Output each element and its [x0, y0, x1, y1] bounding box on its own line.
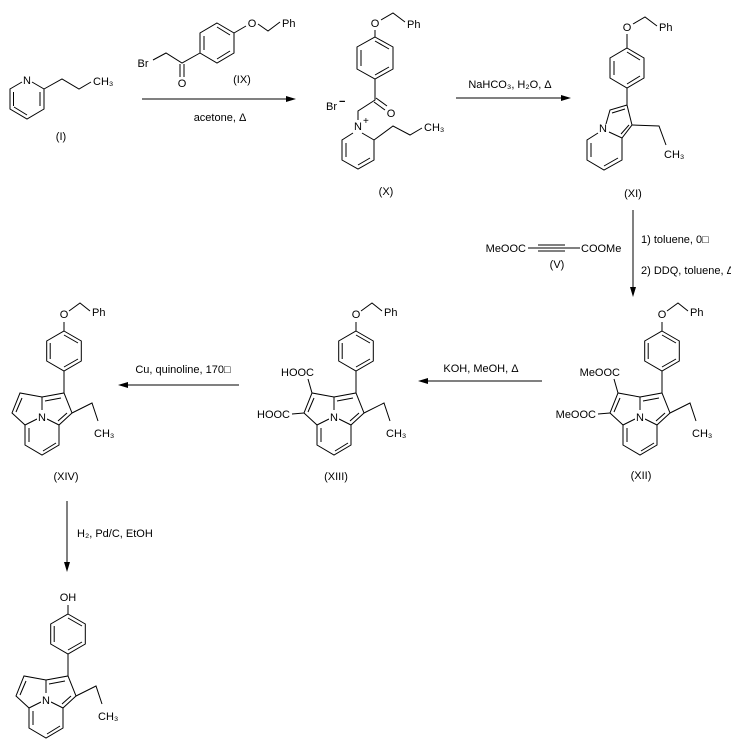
svg-text:O: O: [387, 108, 396, 120]
reagent-step3b: 2) DDQ, toluene, Δ: [641, 265, 731, 277]
arrow-step2: NaHCO₃, H₂O, Δ: [456, 79, 571, 101]
svg-text:Ph: Ph: [659, 22, 672, 34]
compound-XI: O Ph N CH₃ (XI): [586, 16, 684, 200]
svg-text:Br: Br: [138, 58, 149, 70]
compound-final-product: OH: [15, 592, 119, 739]
svg-text:CH₃: CH₃: [424, 122, 444, 134]
reagent-step2: NaHCO₃, H₂O, Δ: [468, 79, 552, 91]
svg-text:HOOC: HOOC: [281, 367, 314, 379]
svg-text:N: N: [599, 123, 607, 135]
label-XII: (XII): [631, 470, 652, 482]
svg-text:O: O: [178, 78, 187, 90]
svg-text:MeOOC: MeOOC: [580, 367, 620, 379]
svg-text:OH: OH: [60, 592, 77, 604]
svg-text:COOMe: COOMe: [581, 243, 621, 255]
label-XIV: (XIV): [53, 471, 78, 483]
svg-text:Ph: Ph: [407, 19, 420, 31]
compound-V: MeOOC COOMe (V): [486, 243, 622, 271]
label-V: (V): [550, 259, 565, 271]
arrow-step3: 1) toluene, 0□ 2) DDQ, toluene, Δ: [630, 210, 731, 297]
reagent-step4: KOH, MeOH, Δ: [443, 363, 519, 375]
svg-text:O: O: [623, 22, 632, 34]
label-XI: (XI): [624, 188, 642, 200]
compound-I: N CH₃ (I): [9, 75, 113, 143]
compound-X: O Ph O Br − N + CH₃ (X): [326, 12, 444, 198]
svg-text:O: O: [248, 18, 257, 30]
arrow-step4: KOH, MeOH, Δ: [418, 363, 542, 384]
compound-XII: MeOOC MeOOC (XII): [556, 302, 713, 482]
label-IX: (IX): [233, 74, 251, 86]
label-X: (X): [379, 186, 394, 198]
arrow-step5: Cu, quinoline, 170□: [118, 364, 239, 388]
reagent-step6: H₂, Pd/C, EtOH: [77, 528, 153, 540]
svg-text:MeOOC: MeOOC: [486, 243, 526, 255]
svg-text:Br: Br: [326, 101, 337, 113]
svg-text:MeOOC: MeOOC: [556, 409, 596, 421]
compound-XIV: (XIV): [11, 302, 115, 483]
svg-text:O: O: [371, 18, 380, 30]
svg-text:−: −: [339, 96, 345, 108]
svg-text:N: N: [354, 121, 362, 133]
arrow-step6: H₂, Pd/C, EtOH: [64, 501, 153, 572]
arrow-step1: acetone, Δ: [142, 96, 296, 124]
svg-text:Ph: Ph: [282, 18, 295, 30]
svg-text:CH₃: CH₃: [93, 76, 113, 88]
reagent-step1: acetone, Δ: [194, 112, 247, 124]
reagent-step5: Cu, quinoline, 170□: [135, 364, 231, 376]
svg-text:HOOC: HOOC: [257, 409, 290, 421]
reagent-step3a: 1) toluene, 0□: [641, 234, 709, 246]
svg-text:N: N: [23, 75, 31, 87]
svg-text:CH₃: CH₃: [664, 149, 684, 161]
label-I: (I): [56, 131, 66, 143]
svg-text:+: +: [363, 116, 369, 127]
compound-IX: O Ph O Br (IX): [138, 18, 296, 90]
compound-XIII: HOOC HOOC (XIII): [257, 302, 407, 483]
label-XIII: (XIII): [324, 471, 348, 483]
